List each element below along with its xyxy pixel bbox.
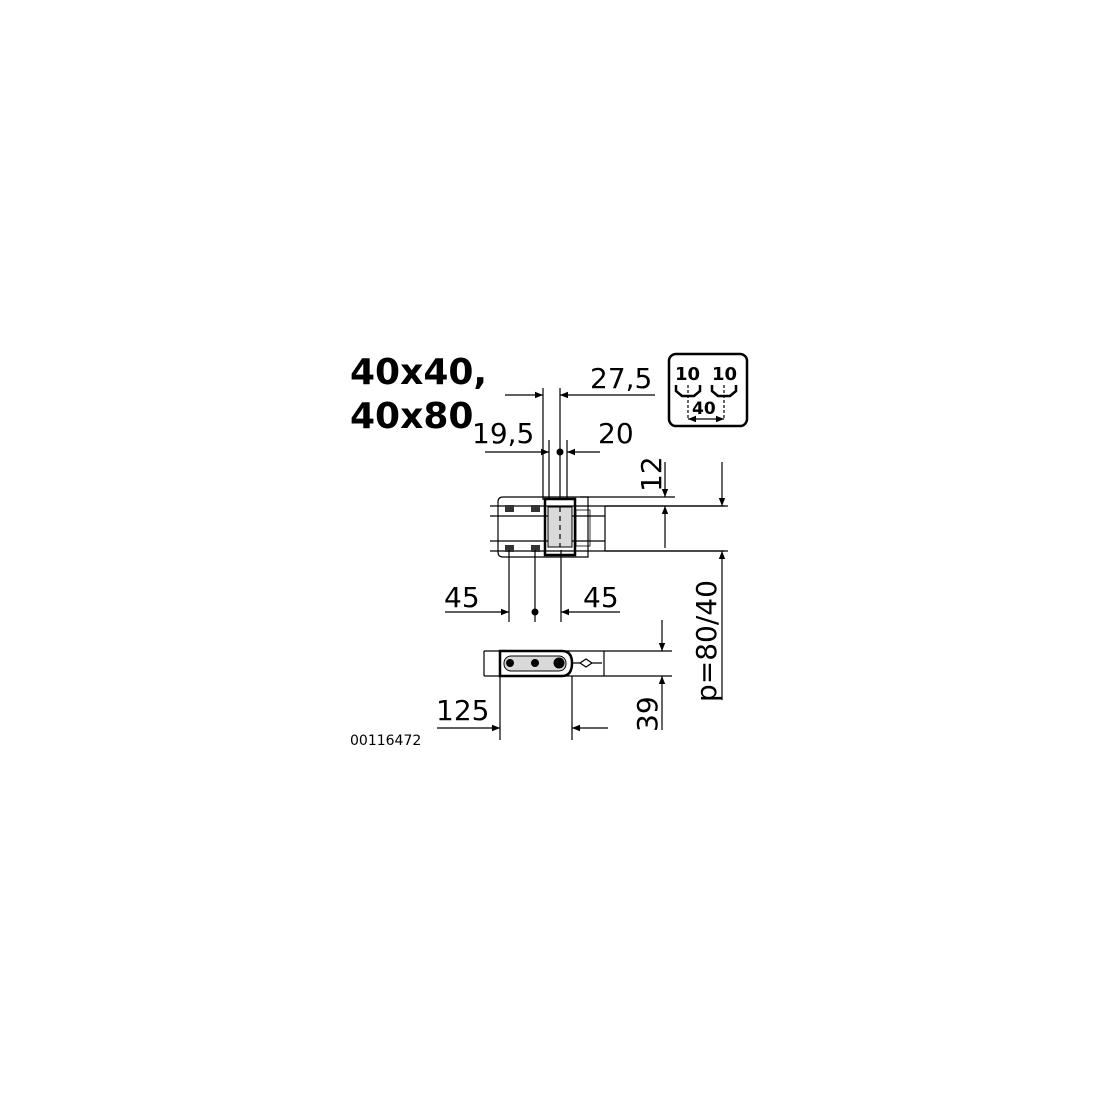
dimension-45-45: 45 45 xyxy=(444,550,620,622)
dim-label: 45 xyxy=(583,581,619,614)
profile-spacing-icon: 10 10 40 xyxy=(667,352,749,428)
dimension-27-5: 27,5 xyxy=(505,362,655,500)
dim-label: 45 xyxy=(444,581,480,614)
dim-label: 39 xyxy=(631,696,664,732)
dimension-39: 39 xyxy=(631,620,666,732)
dim-label: 12 xyxy=(635,456,668,492)
drawing-number: 00116472 xyxy=(350,733,421,749)
dimension-12: 12 xyxy=(580,456,728,548)
dim-label: 125 xyxy=(436,694,489,727)
side-view-assembly xyxy=(483,649,672,678)
icon-bottom-label: 40 xyxy=(692,399,716,419)
dimension-125: 125 xyxy=(436,676,608,740)
icon-right-label: 10 xyxy=(712,364,737,385)
title-line-2: 40x80 xyxy=(350,396,473,437)
title-line-1: 40x40, xyxy=(350,352,487,393)
dim-label: 19,5 xyxy=(472,417,534,450)
dim-label: 20 xyxy=(598,417,634,450)
dim-label: p=80/40 xyxy=(690,580,723,702)
dimension-19-5-20: 19,5 20 xyxy=(472,417,634,500)
icon-left-label: 10 xyxy=(675,364,700,385)
dim-label: 27,5 xyxy=(590,362,652,395)
dimension-pitch: p=80/40 xyxy=(605,462,728,702)
